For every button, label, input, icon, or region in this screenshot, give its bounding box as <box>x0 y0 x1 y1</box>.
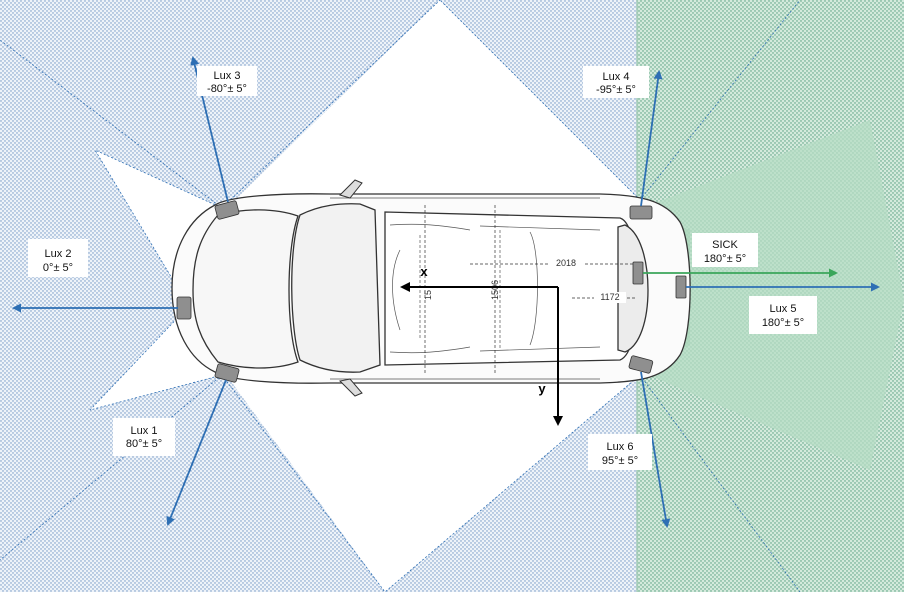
dim-width-15: 15 <box>423 290 433 300</box>
lux2-name: Lux 2 <box>45 248 72 260</box>
left-mirror <box>339 179 363 199</box>
hood <box>192 209 299 369</box>
lux3-label: Lux 3 -80°± 5° <box>197 66 257 96</box>
sick-angle: 180°± 5° <box>704 253 746 265</box>
lux6-angle: 95°± 5° <box>602 455 638 467</box>
roof <box>384 211 637 366</box>
y-axis-label: y <box>538 381 546 396</box>
lux5-label: Lux 5 180°± 5° <box>749 296 817 334</box>
lux2-angle: 0°± 5° <box>43 262 73 274</box>
lux1-label: Lux 1 80°± 5° <box>113 418 175 456</box>
sick-name: SICK <box>712 239 738 251</box>
lux1-name: Lux 1 <box>131 425 158 437</box>
coordinate-axes <box>400 282 563 426</box>
lux1-arrow <box>166 379 227 526</box>
dim-length-2018: 2018 <box>556 258 576 268</box>
lux4-arrow <box>640 70 663 207</box>
sick-sensor <box>632 261 644 285</box>
lux1-angle: 80°± 5° <box>126 438 162 450</box>
lux5-name: Lux 5 <box>770 303 797 315</box>
fov-boundary-lines <box>0 0 801 592</box>
rear-window <box>617 224 649 353</box>
lux2-label: Lux 2 0°± 5° <box>28 239 88 277</box>
dim-width-1506: 1506 <box>490 280 500 300</box>
right-mirror <box>338 378 363 397</box>
lux6-arrow <box>640 371 671 528</box>
x-axis-label: x <box>420 264 428 279</box>
sensor-labels: Lux 3 -80°± 5° Lux 4 -95°± 5° Lux 2 0°± … <box>28 66 817 470</box>
lux6-sensor <box>628 355 654 374</box>
lux4-name: Lux 4 <box>603 71 630 83</box>
sick-coverage-fan <box>637 120 904 470</box>
lux5-sensor <box>675 275 687 299</box>
lux3-sensor <box>214 200 240 220</box>
lux5-angle: 180°± 5° <box>762 317 804 329</box>
lux3-name: Lux 3 <box>214 70 241 82</box>
sick-label: SICK 180°± 5° <box>692 233 758 267</box>
lux4-angle: -95°± 5° <box>596 84 636 96</box>
vehicle-top-view <box>171 193 691 384</box>
car-details <box>330 197 601 380</box>
sensors <box>176 200 687 383</box>
lux2-sensor <box>176 296 192 320</box>
lux6-name: Lux 6 <box>607 441 634 453</box>
lux6-label: Lux 6 95°± 5° <box>588 434 652 470</box>
lux4-sensor <box>629 205 653 220</box>
dim-length-1172: 1172 <box>600 292 619 302</box>
windshield <box>291 203 381 373</box>
lux3-angle: -80°± 5° <box>207 83 247 95</box>
lux4-label: Lux 4 -95°± 5° <box>583 66 649 98</box>
